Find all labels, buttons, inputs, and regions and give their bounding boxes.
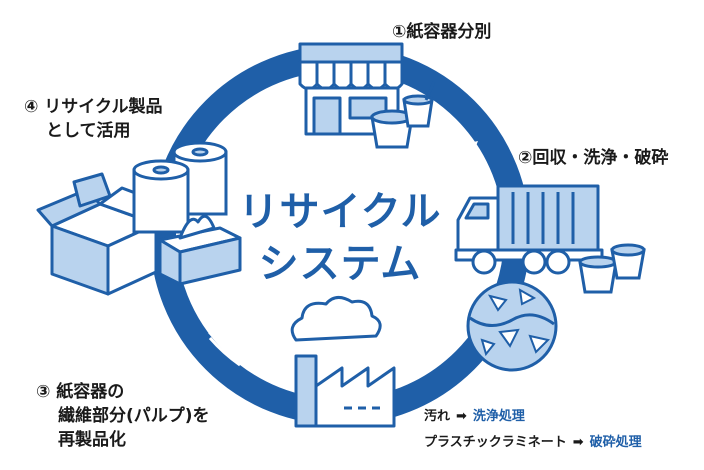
note-term: 汚れ bbox=[424, 409, 451, 424]
step-1-label: ①紙容器分別 bbox=[392, 22, 492, 42]
factory-icon bbox=[290, 296, 396, 428]
center-title-line1: リサイクル bbox=[238, 189, 442, 235]
ring-arrow-icon bbox=[244, 103, 265, 121]
garbage-truck-icon bbox=[454, 184, 604, 275]
step-3-line1: ③ 紙容器の bbox=[36, 382, 125, 402]
step-3-line2: 繊維部分(パルプ)を bbox=[58, 406, 210, 426]
step-4-line1: ④ リサイクル製品 bbox=[24, 97, 163, 117]
note-row: 汚れ ➡ 洗浄処理 bbox=[424, 408, 525, 426]
center-title-line2: システム bbox=[258, 241, 422, 287]
ring-arrow-icon bbox=[460, 141, 478, 161]
step-2-label: ②回収・洗浄・破砕 bbox=[518, 148, 669, 168]
right-arrow-icon: ➡ bbox=[572, 435, 584, 450]
store-icon bbox=[298, 42, 404, 136]
cardboard-box-icon bbox=[36, 172, 172, 296]
step-3-label: ③ 紙容器の 繊維部分(パルプ)を 再製品化 bbox=[36, 380, 210, 452]
tissue-box-icon bbox=[158, 214, 242, 286]
pulp-pieces-icon bbox=[466, 280, 558, 372]
ring-arrow-icon bbox=[208, 333, 228, 350]
step-4-line2: として活用 bbox=[46, 121, 131, 141]
step-4-label: ④ リサイクル製品 として活用 bbox=[24, 95, 162, 143]
note-result: 洗浄処理 bbox=[472, 409, 525, 424]
paper-cup-icon bbox=[578, 243, 646, 294]
paper-cup-icon bbox=[370, 81, 436, 149]
note-term: プラスチックラミネート bbox=[424, 435, 567, 450]
note-result: 破砕処理 bbox=[589, 435, 642, 450]
paper-roll-icon bbox=[132, 141, 228, 234]
note-row: プラスチックラミネート ➡ 破砕処理 bbox=[424, 434, 642, 452]
center-title: リサイクル システム bbox=[215, 186, 465, 290]
right-arrow-icon: ➡ bbox=[456, 409, 467, 424]
step-3-line3: 再製品化 bbox=[58, 430, 126, 450]
